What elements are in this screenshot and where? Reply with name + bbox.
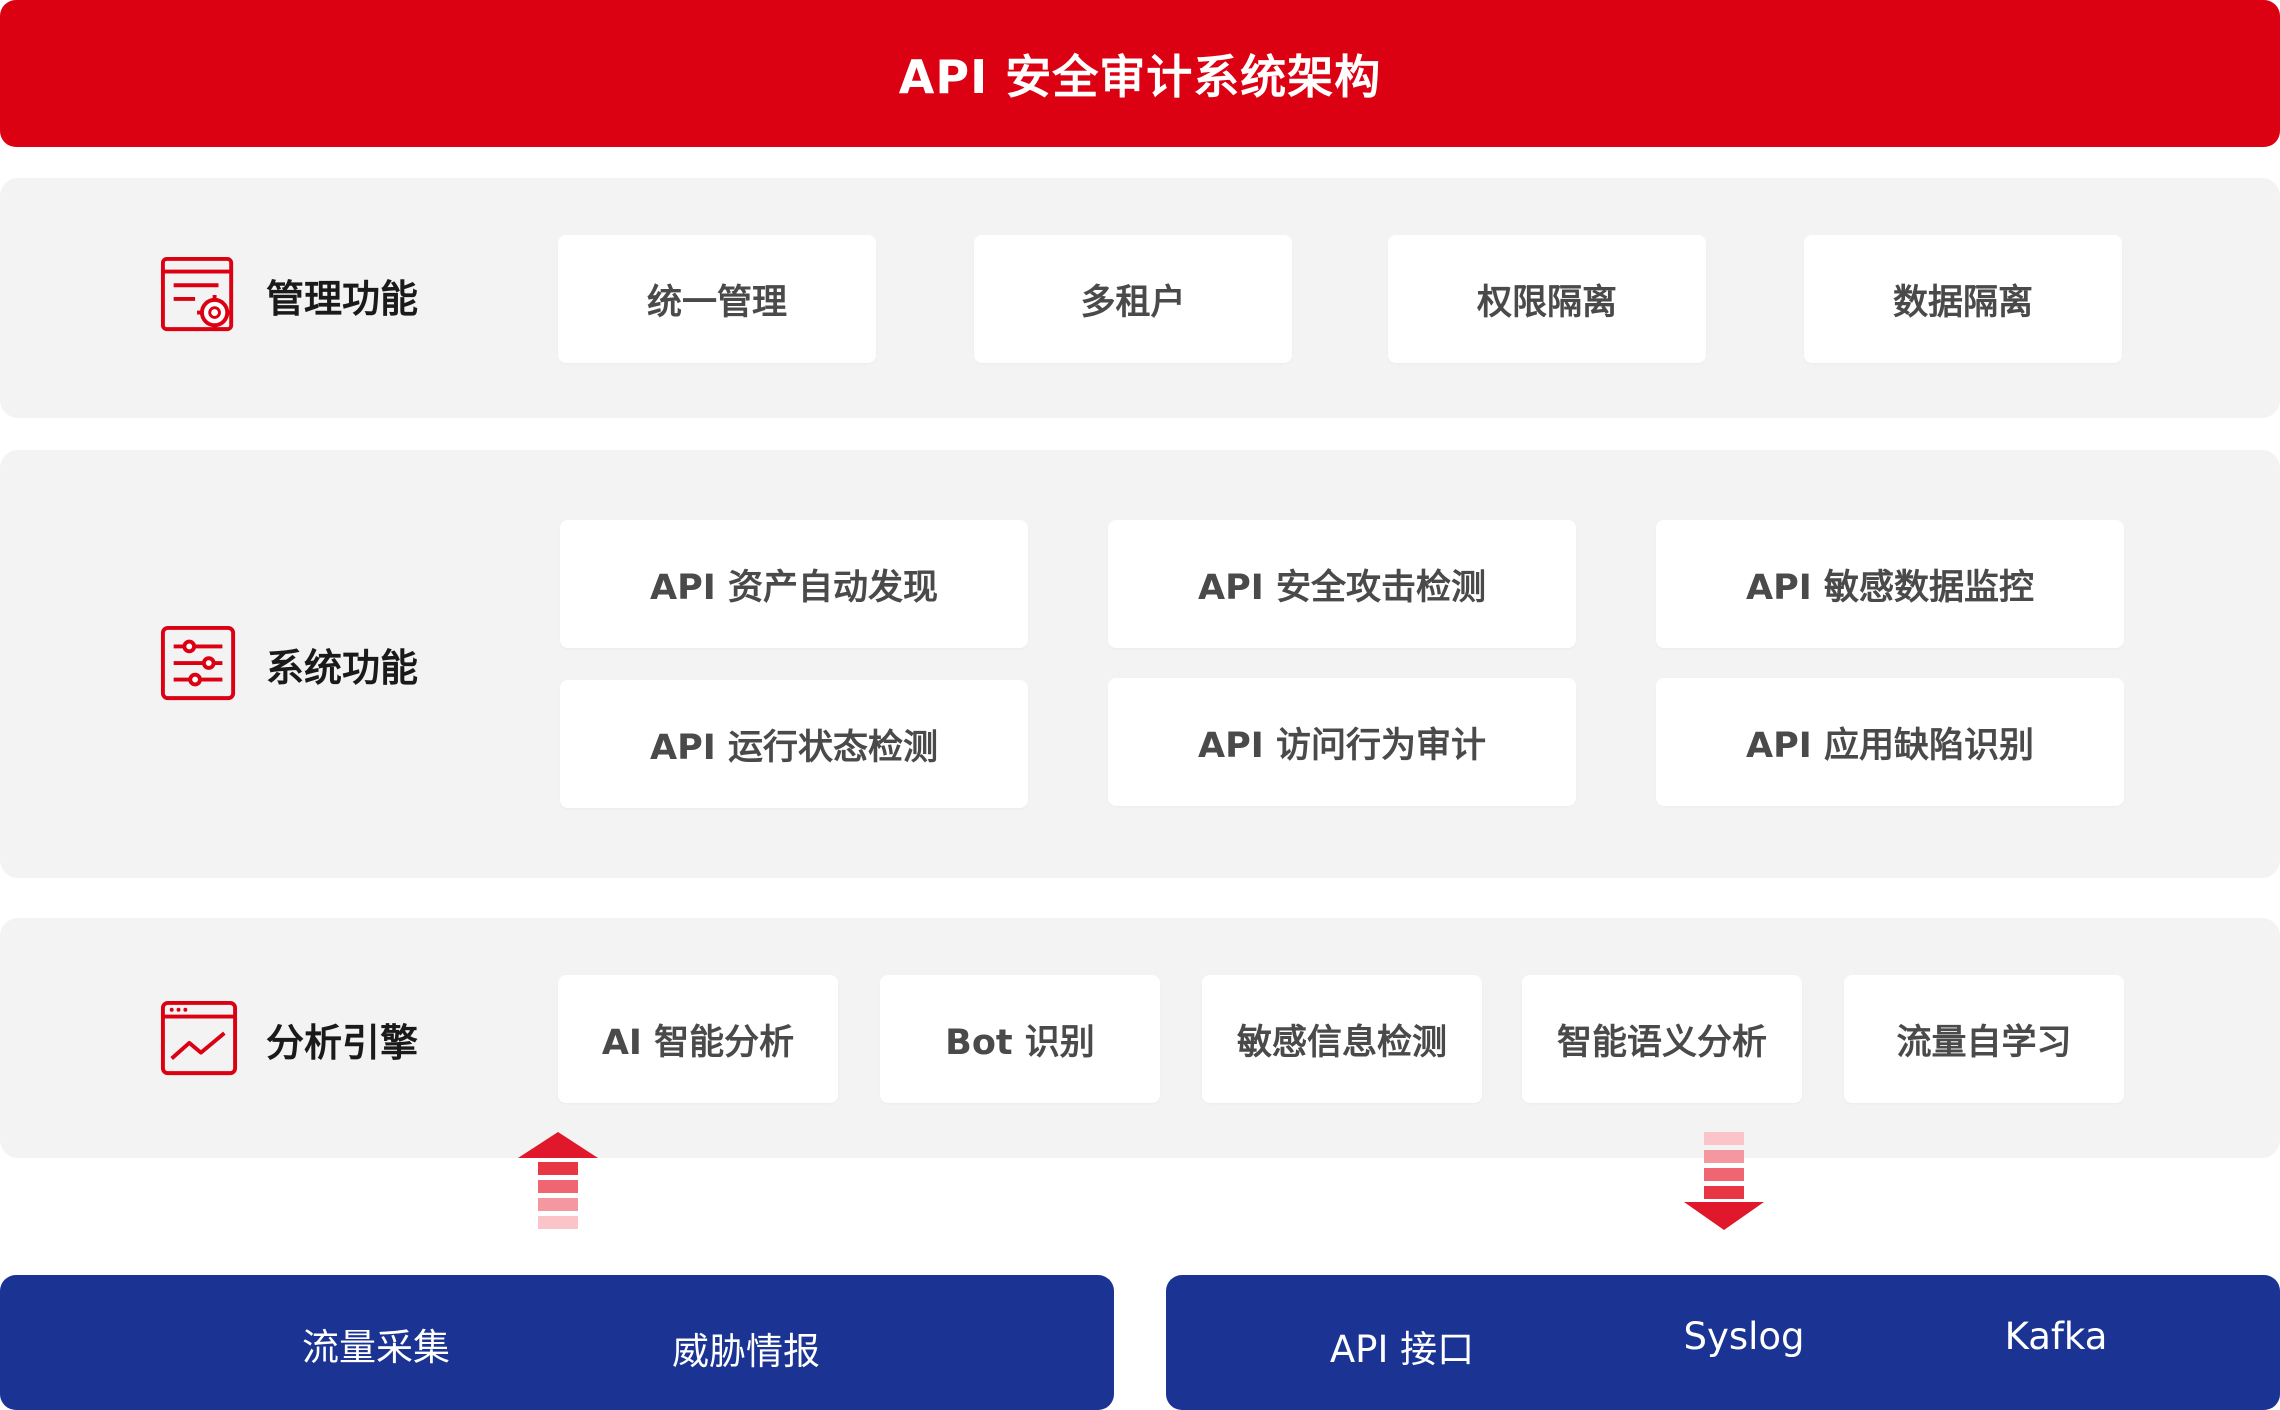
title-bar: API 安全审计系统架构 (0, 0, 2280, 147)
ana-item-ai: AI 智能分析 (558, 975, 838, 1103)
analysis-label-group: 分析引擎 (160, 1000, 418, 1078)
analysis-label: 分析引擎 (266, 1020, 419, 1065)
input-threat-intel: 威胁情报 (672, 1330, 820, 1373)
sys-item-defect-identify: API 应用缺陷识别 (1656, 678, 2124, 806)
settings-document-icon (160, 256, 234, 332)
system-panel: 系统功能 API 资产自动发现 API 安全攻击检测 API 敏感数据监控 AP… (0, 450, 2280, 878)
system-label-group: 系统功能 (160, 625, 418, 703)
ana-item-bot: Bot 识别 (880, 975, 1160, 1103)
sliders-icon (160, 625, 236, 701)
mgmt-item-permission: 权限隔离 (1388, 235, 1706, 363)
output-targets-bar: API 接口 Syslog Kafka (1166, 1275, 2280, 1410)
diagram-title: API 安全审计系统架构 (898, 49, 1382, 104)
sys-item-access-audit: API 访问行为审计 (1108, 678, 1576, 806)
management-panel: 管理功能 统一管理 多租户 权限隔离 数据隔离 (0, 178, 2280, 418)
management-label-group: 管理功能 (160, 256, 418, 334)
input-sources-bar: 流量采集 威胁情报 (0, 1275, 1114, 1410)
chart-window-icon (160, 1000, 238, 1076)
system-label: 系统功能 (266, 645, 419, 690)
sys-item-attack-detection: API 安全攻击检测 (1108, 520, 1576, 648)
analysis-panel: 分析引擎 AI 智能分析 Bot 识别 敏感信息检测 智能语义分析 流量自学习 (0, 918, 2280, 1158)
ana-item-semantic: 智能语义分析 (1522, 975, 1802, 1103)
ana-item-self-learning: 流量自学习 (1844, 975, 2124, 1103)
output-kafka: Kafka (2004, 1315, 2108, 1358)
arrow-down-icon (1684, 1132, 1764, 1230)
sys-item-runtime-status: API 运行状态检测 (560, 680, 1028, 808)
arrow-up-icon (518, 1132, 598, 1229)
mgmt-item-multitenant: 多租户 (974, 235, 1292, 363)
sys-item-sensitive-data: API 敏感数据监控 (1656, 520, 2124, 648)
management-label: 管理功能 (266, 276, 419, 321)
sys-item-asset-discovery: API 资产自动发现 (560, 520, 1028, 648)
mgmt-item-unified: 统一管理 (558, 235, 876, 363)
ana-item-sensitive-info: 敏感信息检测 (1202, 975, 1482, 1103)
output-syslog: Syslog (1683, 1315, 1805, 1358)
input-traffic-collection: 流量采集 (302, 1326, 450, 1369)
mgmt-item-data-isolation: 数据隔离 (1804, 235, 2122, 363)
output-api: API 接口 (1329, 1328, 1475, 1371)
